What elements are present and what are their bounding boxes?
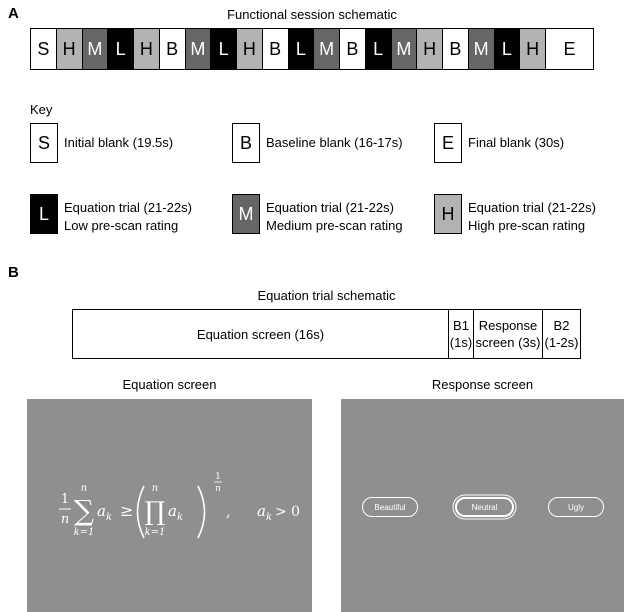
key-title: Key — [30, 102, 53, 117]
trial-segment-b1-line1: B1 — [453, 318, 469, 333]
equation-formula: 1 n n ∑ k=1 a k ≥ n ∏ k=1 a k 1 n , a k … — [59, 472, 300, 539]
eq-prod-symbol: ∏ — [145, 497, 166, 527]
sequence-block: E — [546, 29, 594, 69]
sequence-block: S — [31, 29, 57, 69]
equation-screen-title: Equation screen — [122, 377, 217, 392]
key-label-low-line1: Equation trial (21-22s) — [64, 200, 192, 215]
key-label-high-line2: High pre-scan rating — [468, 218, 586, 233]
sequence-block: B — [340, 29, 366, 69]
panel-a-label: A — [8, 5, 19, 22]
sequence-block: M — [391, 29, 418, 69]
sequence-block: H — [56, 29, 83, 69]
key-label-final-blank: Final blank (30s) — [468, 135, 565, 150]
key-swatch-initial-blank: S — [30, 123, 58, 163]
sequence-block: L — [365, 29, 392, 69]
eq-exp-num: 1 — [215, 472, 221, 482]
equation-screen: 1 n n ∑ k=1 a k ≥ n ∏ k=1 a k 1 n , a k … — [27, 399, 312, 612]
eq-exp-den: n — [215, 484, 221, 494]
eq-sum-bottom: k=1 — [74, 527, 95, 538]
eq-sub-3: k — [266, 512, 272, 523]
trial-segment-b2-line2: (1-2s) — [544, 335, 579, 350]
key-label-high-line1: Equation trial (21-22s) — [468, 200, 596, 215]
session-schematic-title: Functional session schematic — [227, 7, 397, 22]
key-label-high: Equation trial (21-22s) High pre-scan ra… — [468, 199, 596, 235]
eq-sum-symbol: ∑ — [74, 494, 94, 527]
trial-segment-response-line2: screen (3s) — [475, 335, 541, 350]
response-screen-title: Response screen — [431, 377, 534, 392]
trial-segment-equation-label: Equation screen (16s) — [196, 326, 325, 342]
sequence-block: L — [211, 29, 237, 69]
trial-timeline: Equation screen (16s) B1 (1s) Response s… — [72, 309, 581, 359]
key-swatch-low: L — [30, 194, 58, 234]
sequence-block: H — [520, 29, 546, 69]
sequence-block: L — [288, 29, 315, 69]
response-screen: Beautiful Neutral Ugly — [341, 399, 624, 612]
trial-segment-b2: B2 (1-2s) — [543, 310, 580, 358]
panel-b-label: B — [8, 264, 19, 281]
trial-segment-b1: B1 (1s) — [449, 310, 474, 358]
eq-prod-bottom: k=1 — [145, 527, 166, 538]
key-label-medium-line2: Medium pre-scan rating — [266, 218, 403, 233]
trial-segment-response-line1: Response — [478, 318, 538, 333]
key-label-medium-line1: Equation trial (21-22s) — [266, 200, 394, 215]
key-swatch-medium: M — [232, 194, 260, 234]
eq-geq: ≥ — [120, 501, 133, 520]
trial-segment-equation: Equation screen (16s) — [73, 310, 449, 358]
eq-sub-1: k — [106, 512, 112, 523]
key-swatch-final-blank: E — [434, 123, 462, 163]
trial-schematic-title: Equation trial schematic — [257, 288, 396, 303]
eq-frac-num: 1 — [61, 492, 69, 507]
response-button-ugly[interactable]: Ugly — [548, 497, 604, 517]
eq-frac-den: n — [61, 512, 69, 527]
key-label-medium: Equation trial (21-22s) Medium pre-scan … — [266, 199, 403, 235]
sequence-block: B — [159, 29, 186, 69]
key-swatch-baseline-blank: B — [232, 123, 260, 163]
eq-term-1: a — [97, 502, 106, 520]
eq-term-2: a — [168, 502, 177, 520]
eq-sum-top: n — [81, 483, 87, 494]
sequence-block: M — [185, 29, 212, 69]
sequence-block: H — [237, 29, 263, 69]
trial-segment-b2-line1: B2 — [553, 318, 570, 333]
response-button-neutral[interactable]: Neutral — [455, 497, 514, 517]
eq-condition: > 0 — [275, 504, 300, 520]
eq-sub-2: k — [177, 512, 183, 523]
key-swatch-high: H — [434, 194, 462, 234]
sequence-block: M — [82, 29, 109, 69]
eq-left-paren — [136, 485, 145, 539]
eq-right-paren — [197, 485, 206, 539]
trial-segment-response: Response screen (3s) — [474, 310, 543, 358]
eq-term-3: a — [257, 502, 266, 520]
sequence-block: M — [468, 29, 495, 69]
key-label-baseline-blank: Baseline blank (16-17s) — [266, 135, 403, 150]
sequence-block: H — [134, 29, 160, 69]
key-label-initial-blank: Initial blank (19.5s) — [64, 135, 174, 150]
eq-prod-top: n — [152, 483, 158, 494]
sequence-block: L — [108, 29, 134, 69]
key-label-low-line2: Low pre-scan rating — [64, 218, 179, 233]
response-button-beautiful[interactable]: Beautiful — [362, 497, 418, 517]
sequence-block: M — [314, 29, 340, 69]
sequence-block: L — [494, 29, 521, 69]
trial-segment-b1-line2: (1s) — [449, 335, 473, 350]
eq-comma: , — [226, 502, 231, 520]
sequence-block: B — [443, 29, 469, 69]
key-label-low: Equation trial (21-22s) Low pre-scan rat… — [64, 199, 192, 235]
sequence-block: B — [262, 29, 289, 69]
sequence-block: H — [417, 29, 443, 69]
